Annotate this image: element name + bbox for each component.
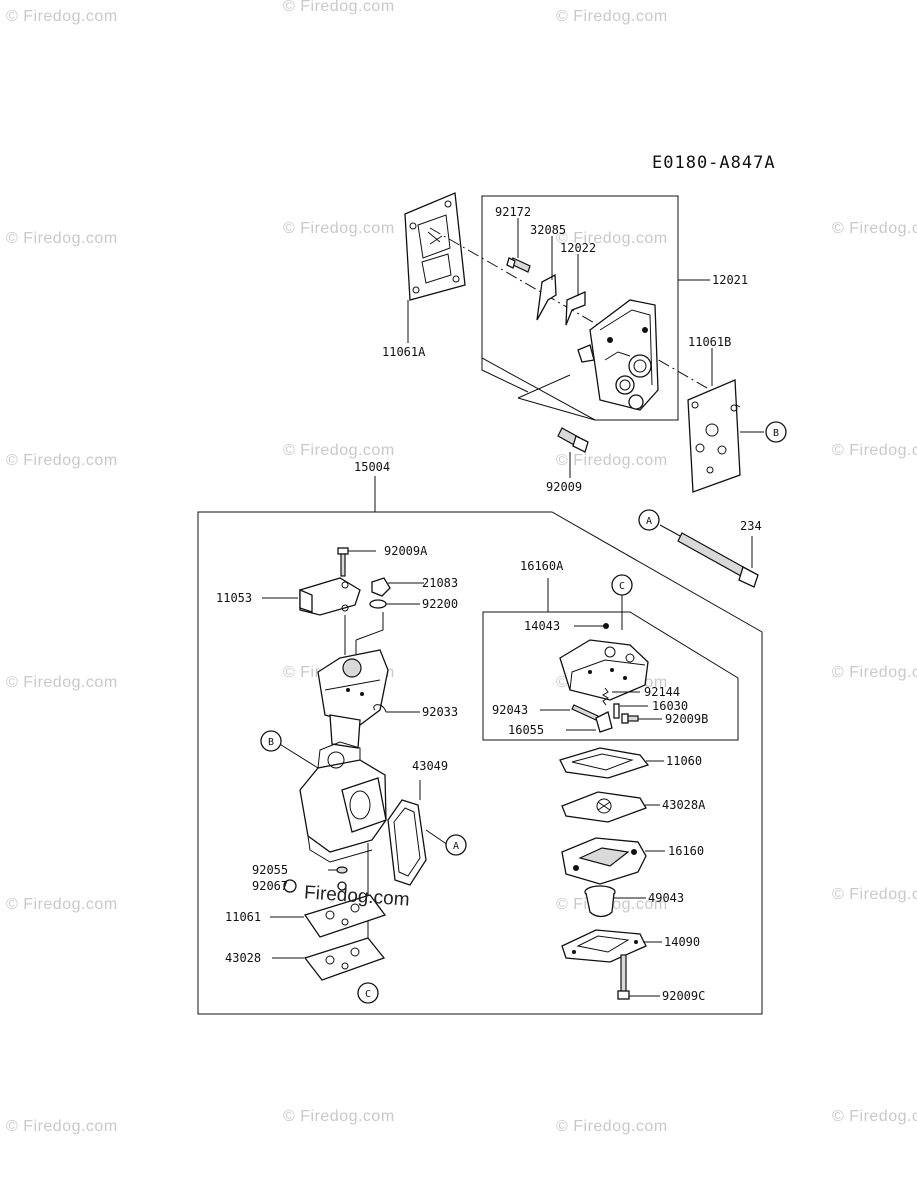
label-11060: 11060	[666, 754, 702, 768]
watermark: © Firedog.com	[832, 442, 917, 459]
callout-b-lower: B	[260, 730, 282, 752]
label-16030: 16030	[652, 699, 688, 713]
carburetor-body-upper	[317, 649, 389, 749]
label-92009a: 92009A	[384, 544, 428, 558]
watermark: © Firedog.com	[556, 8, 668, 25]
lever-11053	[299, 577, 361, 616]
screw-92172	[506, 257, 531, 273]
screw-92009c	[617, 954, 630, 1000]
insulator-12021	[577, 299, 659, 411]
label-32085: 32085	[530, 223, 566, 237]
label-16160: 16160	[668, 844, 704, 858]
watermark: © Firedog.com	[832, 1108, 917, 1125]
watermark: © Firedog.com	[6, 1118, 118, 1135]
label-234: 234	[740, 519, 762, 533]
label-92067: 92067	[252, 879, 288, 893]
label-92009c: 92009C	[662, 989, 705, 1003]
cover-14090	[561, 929, 647, 963]
label-92009: 92009	[546, 480, 582, 494]
watermark: © Firedog.com	[556, 1118, 668, 1135]
label-21083: 21083	[422, 576, 458, 590]
watermark: © Firedog.com	[283, 0, 395, 15]
callout-c-pump: C	[611, 574, 633, 596]
plate-12022	[565, 290, 586, 326]
carburetor-body-main	[299, 741, 387, 863]
label-15004: 15004	[354, 460, 390, 474]
watermark: © Firedog.com	[832, 220, 917, 237]
screw-92009b	[621, 713, 639, 724]
pump-cover-16160	[561, 837, 647, 885]
watermark: © Firedog.com	[6, 674, 118, 691]
svg-text:C: C	[365, 989, 371, 1000]
part-92067	[283, 879, 297, 893]
watermark: © Firedog.com	[283, 1108, 395, 1125]
label-43049: 43049	[412, 759, 448, 773]
gasket-43049	[387, 799, 427, 886]
gasket-11060	[559, 747, 650, 779]
diaphragm-43028a	[561, 791, 647, 823]
label-16160a: 16160A	[520, 559, 564, 573]
bolt-92009	[557, 427, 589, 453]
watermark: © Firedog.com	[556, 452, 668, 469]
label-11053: 11053	[216, 591, 252, 605]
bolt-234	[659, 524, 759, 588]
svg-text:B: B	[773, 428, 779, 439]
gasket-11061a	[404, 192, 466, 301]
watermark: © Firedog.com	[832, 664, 917, 681]
callout-a-lower: A	[445, 834, 467, 856]
watermark: © Firedog.com	[6, 230, 118, 247]
plate-32085	[536, 273, 557, 321]
label-43028: 43028	[225, 951, 261, 965]
label-16055: 16055	[508, 723, 544, 737]
label-92033: 92033	[422, 705, 458, 719]
callout-c-lower: C	[357, 982, 379, 1004]
label-92043: 92043	[492, 703, 528, 717]
label-92200: 92200	[422, 597, 458, 611]
watermark: © Firedog.com	[283, 220, 395, 237]
part-14043	[603, 623, 609, 629]
rod-92043	[571, 704, 599, 721]
part-21083	[371, 577, 391, 597]
label-92144: 92144	[644, 685, 680, 699]
spring-92144	[602, 687, 609, 706]
label-92172: 92172	[495, 205, 531, 219]
label-14043: 14043	[524, 619, 560, 633]
label-92009b: 92009B	[665, 712, 708, 726]
label-12022: 12022	[560, 241, 596, 255]
diaphragm-43028	[303, 937, 386, 981]
svg-text:A: A	[646, 516, 652, 527]
part-92055	[336, 866, 348, 874]
svg-text:C: C	[619, 581, 625, 592]
pin-16030	[613, 703, 620, 719]
cup-49043	[584, 885, 616, 918]
diagram-code: E0180-A847A	[652, 153, 776, 173]
gasket-11061b	[687, 379, 741, 493]
lever-16055	[595, 711, 613, 733]
label-11061a: 11061A	[382, 345, 426, 359]
label-11061: 11061	[225, 910, 261, 924]
label-14090: 14090	[664, 935, 700, 949]
svg-text:B: B	[268, 737, 274, 748]
label-11061b: 11061B	[688, 335, 731, 349]
watermark: © Firedog.com	[283, 442, 395, 459]
svg-text:A: A	[453, 841, 459, 852]
gasket-11061	[303, 894, 387, 938]
watermark: © Firedog.com	[832, 886, 917, 903]
watermark: © Firedog.com	[6, 8, 118, 25]
clip-92033	[373, 704, 387, 713]
label-43028a: 43028A	[662, 798, 706, 812]
callout-a-upper: A	[638, 509, 660, 531]
callout-b-upper: B	[765, 421, 787, 443]
screw-92009a	[337, 547, 349, 577]
washer-92200	[369, 599, 387, 609]
label-92055: 92055	[252, 863, 288, 877]
watermark: © Firedog.com	[6, 896, 118, 913]
watermark: © Firedog.com	[6, 452, 118, 469]
watermark: © Firedog.com	[556, 230, 668, 247]
label-49043: 49043	[648, 891, 684, 905]
pump-body-16160a	[559, 639, 649, 701]
label-12021: 12021	[712, 273, 748, 287]
